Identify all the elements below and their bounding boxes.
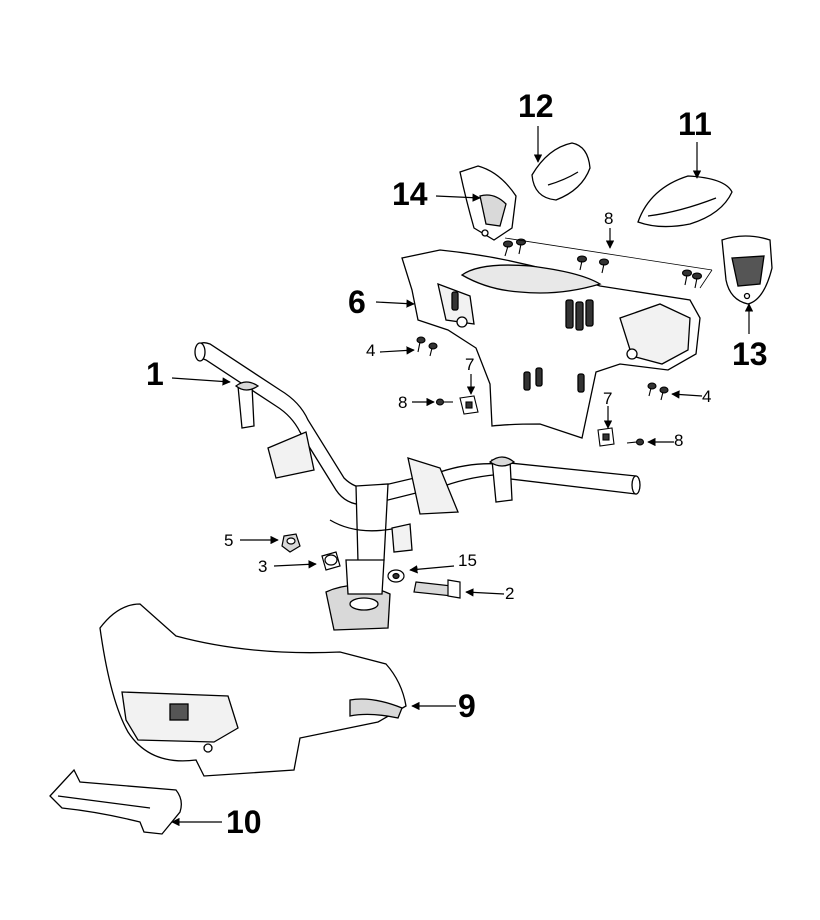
callout-9: 9 — [458, 688, 476, 724]
screws-8-side — [435, 398, 645, 446]
part-11-lens-cover — [637, 175, 733, 228]
leader-lines — [171, 126, 754, 827]
callout-8-top: 8 — [604, 209, 614, 228]
callout-2: 2 — [505, 584, 515, 603]
callout-13: 13 — [732, 336, 768, 372]
small-parts — [281, 533, 461, 599]
callout-6: 6 — [348, 284, 366, 320]
callout-10: 10 — [226, 804, 262, 840]
callout-4-left: 4 — [366, 341, 376, 360]
part-12-cover — [531, 142, 591, 201]
callout-5: 5 — [224, 531, 234, 550]
callout-14: 14 — [392, 176, 428, 212]
part-13-switch-housing — [721, 235, 773, 305]
callout-15: 15 — [458, 551, 477, 570]
callout-3: 3 — [258, 557, 268, 576]
callout-1: 1 — [146, 356, 164, 392]
callout-4-right: 4 — [702, 387, 712, 406]
callout-8-right: 8 — [674, 431, 684, 450]
part-10-lower-trim — [49, 768, 182, 835]
callout-12: 12 — [518, 88, 554, 124]
callout-11: 11 — [678, 106, 712, 142]
callout-8-left: 8 — [398, 393, 408, 412]
clips-7 — [459, 395, 615, 447]
part-9-front-cover — [99, 603, 407, 777]
callout-7-right: 7 — [603, 389, 613, 408]
screws-8-top — [502, 237, 713, 289]
screws-4 — [416, 336, 669, 401]
callout-7-left: 7 — [465, 355, 475, 374]
part-1-handlebar — [194, 342, 641, 631]
part-14-switch-housing — [459, 165, 517, 241]
part-6-rear-cover — [401, 249, 701, 439]
